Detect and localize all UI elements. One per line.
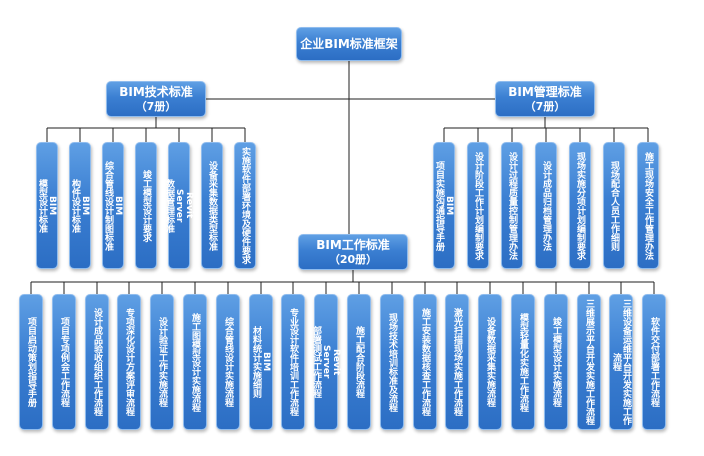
work-title: BIM工作标准: [316, 238, 390, 252]
management-item-3: 设计过程质量控制管理办法: [501, 142, 523, 269]
root-title: 企业BIM标准框架: [300, 36, 398, 51]
management-item-4: 设计成品归档管理办法: [535, 142, 557, 269]
management-item-2: 设计阶段工作计划编制要求: [467, 142, 489, 269]
work-item-label: 专业设计软件培训工作流程: [288, 308, 298, 416]
work-item-1: 项目启动策划指导手册: [19, 294, 43, 430]
technical-item-6: 设备采集数据类型标准: [201, 142, 223, 269]
management-title: BIM管理标准: [508, 85, 582, 99]
work-item-label: 现场技术培训标准及流程: [387, 312, 397, 412]
technical-item-label: BIM 模型设计标准: [37, 178, 57, 233]
technical-item-2: BIM 构件设计标准: [69, 142, 91, 269]
work-item-label: 项目启动策划指导手册: [26, 317, 36, 407]
work-item-label: 三维设备运维平台开发实施工作流程: [611, 299, 631, 425]
work-item-2: 项目专项例会工作流程: [52, 294, 76, 430]
technical-item-1: BIM 模型设计标准: [36, 142, 58, 269]
work-item-label: Revit Server 部署测试工作流程: [311, 326, 341, 398]
work-item-19: 三维设备运维平台开发实施工作流程: [609, 294, 633, 430]
work-item-9: 专业设计软件培训工作流程: [281, 294, 305, 430]
work-item-20: 软件交付部署工作流程: [642, 294, 666, 430]
management-item-label: 现场配合人员工作细则: [609, 160, 619, 251]
technical-item-label: BIM 构件设计标准: [70, 178, 90, 233]
work-item-label: 竣工模型设计实施流程: [551, 317, 561, 407]
work-item-4: 专项深化设计方案评审流程: [117, 294, 141, 430]
work-item-10: Revit Server 部署测试工作流程: [311, 294, 341, 430]
management-item-label: 设计成品归档管理办法: [541, 160, 551, 251]
work-item-label: 三维展示平台开发实施工作流程: [584, 299, 594, 425]
technical-item-label: 设备采集数据类型标准: [207, 160, 217, 251]
work-item-16: 模型轻量化实施工作流程: [511, 294, 535, 430]
technical-item-label: 实施软件部署环境及硬件要求: [240, 147, 250, 264]
work-item-6: 施工图模型设计实施流程: [183, 294, 207, 430]
work-item-3: 设计成品验收组织工作流程: [85, 294, 109, 430]
work-item-7: 综合管线设计实施流程: [216, 294, 240, 430]
work-item-17: 竣工模型设计实施流程: [544, 294, 568, 430]
management-item-label: 设计阶段工作计划编制要求: [473, 151, 483, 260]
work-count: （20册）: [328, 253, 378, 266]
technical-item-5: Revit Server 数据管理标准: [164, 142, 194, 269]
technical-item-label: 竣工模型设计要求: [141, 169, 151, 242]
management-item-label: 设计过程质量控制管理办法: [507, 151, 517, 260]
work-item-11: 施工配合阶段流程: [347, 294, 371, 430]
work-item-label: 施工安装数据核查工作流程: [420, 308, 430, 416]
management-item-5: 现场实施分项计划编制要求: [569, 142, 591, 269]
work-item-5: 设计验证工作实施流程: [150, 294, 174, 430]
technical-item-4: 竣工模型设计要求: [135, 142, 157, 269]
work-item-label: 施工配合阶段流程: [354, 326, 364, 398]
technical-item-3: BIM 综合管线设计制图标准: [102, 142, 124, 269]
work-item-13: 施工安装数据核查工作流程: [413, 294, 437, 430]
technical-item-label: Revit Server 数据管理标准: [164, 178, 194, 233]
work-item-18: 三维展示平台开发实施工作流程: [577, 294, 601, 430]
technical-title: BIM技术标准: [119, 85, 193, 99]
work-item-15: 设备数据采集实施流程: [478, 294, 502, 430]
management-item-7: 施工现场安全工作管理办法: [637, 142, 659, 269]
management-count: （7册）: [524, 100, 566, 113]
root-node: 企业BIM标准框架: [296, 27, 402, 61]
technical-item-7: 实施软件部署环境及硬件要求: [234, 142, 256, 269]
work-item-label: 软件交付部署工作流程: [649, 317, 659, 407]
management-item-label: BIM 项目实施沟通指导手册: [434, 160, 454, 251]
work-item-label: 设备数据采集实施流程: [485, 317, 495, 407]
management-item-label: 施工现场安全工作管理办法: [643, 151, 653, 260]
management-item-1: BIM 项目实施沟通指导手册: [433, 142, 455, 269]
work-item-label: 设计成品验收组织工作流程: [92, 308, 102, 416]
work-item-12: 现场技术培训标准及流程: [380, 294, 404, 430]
work-item-label: 项目专项例会工作流程: [59, 317, 69, 407]
technical-count: （7册）: [135, 100, 177, 113]
work-item-label: 综合管线设计实施流程: [223, 317, 233, 407]
work-item-label: BIM 材料统计实施细则: [251, 326, 271, 398]
work-item-8: BIM 材料统计实施细则: [249, 294, 273, 430]
work-item-14: 激光扫描现场实施工作流程: [445, 294, 469, 430]
management-item-label: 现场实施分项计划编制要求: [575, 151, 585, 260]
work-item-label: 激光扫描现场实施工作流程: [452, 308, 462, 416]
management-item-6: 现场配合人员工作细则: [603, 142, 625, 269]
work-item-label: 专项深化设计方案评审流程: [124, 308, 134, 416]
technical-standards-node: BIM技术标准 （7册）: [106, 81, 206, 117]
work-item-label: 模型轻量化实施工作流程: [518, 312, 528, 412]
work-item-label: 设计验证工作实施流程: [157, 317, 167, 407]
management-standards-node: BIM管理标准 （7册）: [495, 81, 595, 117]
work-item-label: 施工图模型设计实施流程: [190, 312, 200, 412]
work-standards-node: BIM工作标准 （20册）: [298, 234, 408, 270]
technical-item-label: BIM 综合管线设计制图标准: [103, 160, 123, 251]
